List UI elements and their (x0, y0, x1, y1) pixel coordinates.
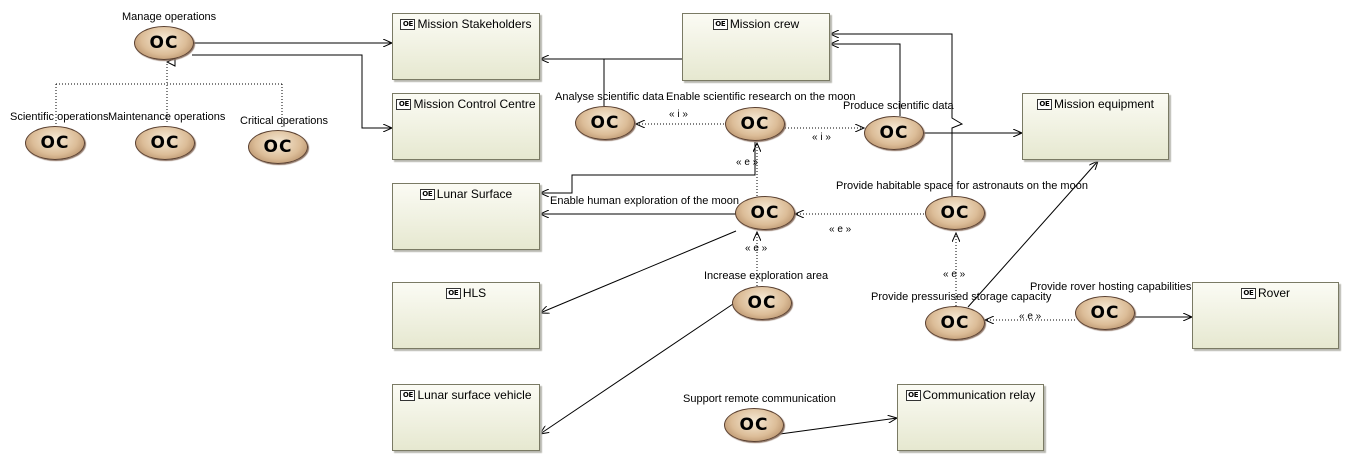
link-produce-crew (830, 44, 901, 116)
capability-provide-habitable-space-icon[interactable]: OC (925, 196, 985, 230)
capability-manage-operations-icon[interactable]: OC (134, 26, 194, 60)
capability-increase-exploration-area-icon[interactable]: OC (732, 286, 792, 320)
stereotype-include: « i » (669, 109, 688, 120)
entity-label: HLS (462, 286, 487, 300)
label-increase-exploration-area: Increase exploration area (704, 270, 829, 282)
stereotype-extend: « e » (736, 157, 759, 168)
label-enable-human-exploration: Enable human exploration of the moon (550, 195, 739, 207)
link-human-hls (540, 230, 737, 313)
link-manage-control (192, 54, 392, 128)
operational-entity-icon: OE (1240, 287, 1256, 299)
label-provide-habitable-space: Provide habitable space for astronauts o… (836, 180, 1088, 192)
stereotype-extend: « e » (745, 243, 768, 254)
label-provide-rover-hosting: Provide rover hosting capabilities (1030, 281, 1192, 293)
label-enable-scientific-research: Enable scientific research on the moon (666, 91, 856, 103)
operational-entity-icon: OE (445, 287, 461, 299)
operational-entity-icon: OE (905, 389, 921, 401)
label-produce-scientific-data: Produce scientific data (843, 100, 954, 112)
capability-provide-pressurised-storage-icon[interactable]: OC (925, 306, 985, 340)
link-increase-vehicle (540, 303, 734, 434)
operational-entity-icon: OE (400, 389, 416, 401)
link-research-lunar (540, 142, 756, 193)
link-remote-relay (779, 418, 897, 435)
label-scientific-operations: Scientific operations (10, 111, 109, 123)
label-support-remote-communication: Support remote communication (683, 393, 836, 405)
capability-support-remote-communication-icon[interactable]: OC (724, 408, 784, 442)
entity-label: Lunar Surface (436, 187, 513, 201)
entity-label: Mission Stakeholders (417, 17, 532, 31)
operational-entity-icon: OE (1036, 98, 1052, 110)
label-provide-pressurised-storage: Provide pressurised storage capacity (871, 291, 1052, 303)
entity-label: Rover (1257, 286, 1290, 300)
label-manage-operations: Manage operations (122, 11, 217, 23)
capability-provide-rover-hosting-icon[interactable]: OC (1075, 296, 1135, 330)
entity-label: Mission crew (729, 17, 800, 31)
link-habitable-crew (830, 34, 964, 196)
operational-entity-icon: OE (419, 188, 435, 200)
link-pressurised-equipment (967, 161, 1098, 308)
label-maintenance-operations: Maintenance operations (108, 111, 226, 123)
capability-enable-scientific-research-icon[interactable]: OC (725, 107, 785, 141)
operational-entity-icon: OE (712, 18, 728, 30)
capability-scientific-operations-icon[interactable]: OC (25, 126, 85, 160)
entity-label: Communication relay (922, 388, 1036, 402)
stereotype-extend: « e » (829, 224, 852, 235)
capability-critical-operations-icon[interactable]: OC (248, 130, 308, 164)
operational-entity-icon: OE (400, 18, 416, 30)
capability-analyse-scientific-data-icon[interactable]: OC (575, 106, 635, 140)
label-analyse-scientific-data: Analyse scientific data (555, 91, 664, 103)
capability-maintenance-operations-icon[interactable]: OC (135, 126, 195, 160)
stereotype-extend: « e » (943, 269, 966, 280)
entity-label: Mission equipment (1053, 97, 1155, 111)
stereotype-include: « i » (812, 132, 831, 143)
capability-produce-scientific-data-icon[interactable]: OC (864, 116, 924, 150)
entity-label: Lunar surface vehicle (417, 388, 532, 402)
stereotype-extend: « e » (1019, 311, 1042, 322)
label-critical-operations: Critical operations (240, 115, 329, 127)
capability-enable-human-exploration-icon[interactable]: OC (735, 196, 795, 230)
entity-label: Mission Control Centre (413, 97, 536, 111)
operational-entity-icon: OE (396, 98, 412, 110)
